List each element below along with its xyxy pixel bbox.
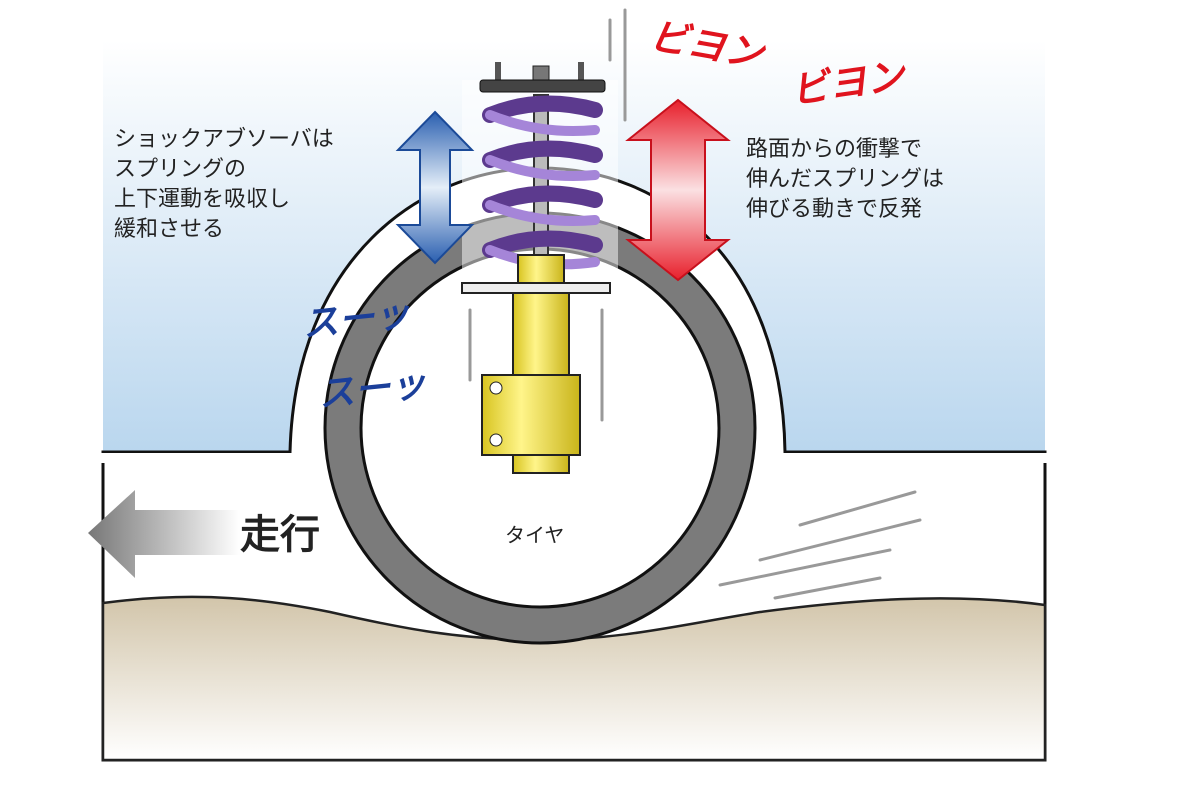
damping-arrow	[395, 110, 475, 265]
motion-lines	[468, 8, 922, 600]
left-caption: ショックアブソーバは スプリングの 上下運動を吸収し 緩和させる	[114, 125, 334, 245]
caption-line: 伸びる動きで反発	[746, 197, 923, 222]
caption-line: 上下運動を吸収し	[114, 187, 291, 212]
caption-line: 伸んだスプリングは	[746, 167, 945, 192]
caption-line: 緩和させる	[114, 217, 225, 242]
caption-line: 路面からの衝撃で	[746, 137, 923, 162]
travel-label: 走行	[240, 512, 320, 558]
shock-absorber	[461, 62, 618, 474]
travel-arrow	[88, 490, 240, 578]
caption-line: ショックアブソーバは	[114, 127, 334, 152]
tire-label: タイヤ	[505, 523, 565, 547]
rebound-arrow	[625, 98, 731, 282]
right-caption: 路面からの衝撃で 伸んだスプリングは 伸びる動きで反発	[746, 135, 944, 225]
spring	[482, 95, 603, 258]
caption-line: スプリングの	[114, 157, 247, 182]
